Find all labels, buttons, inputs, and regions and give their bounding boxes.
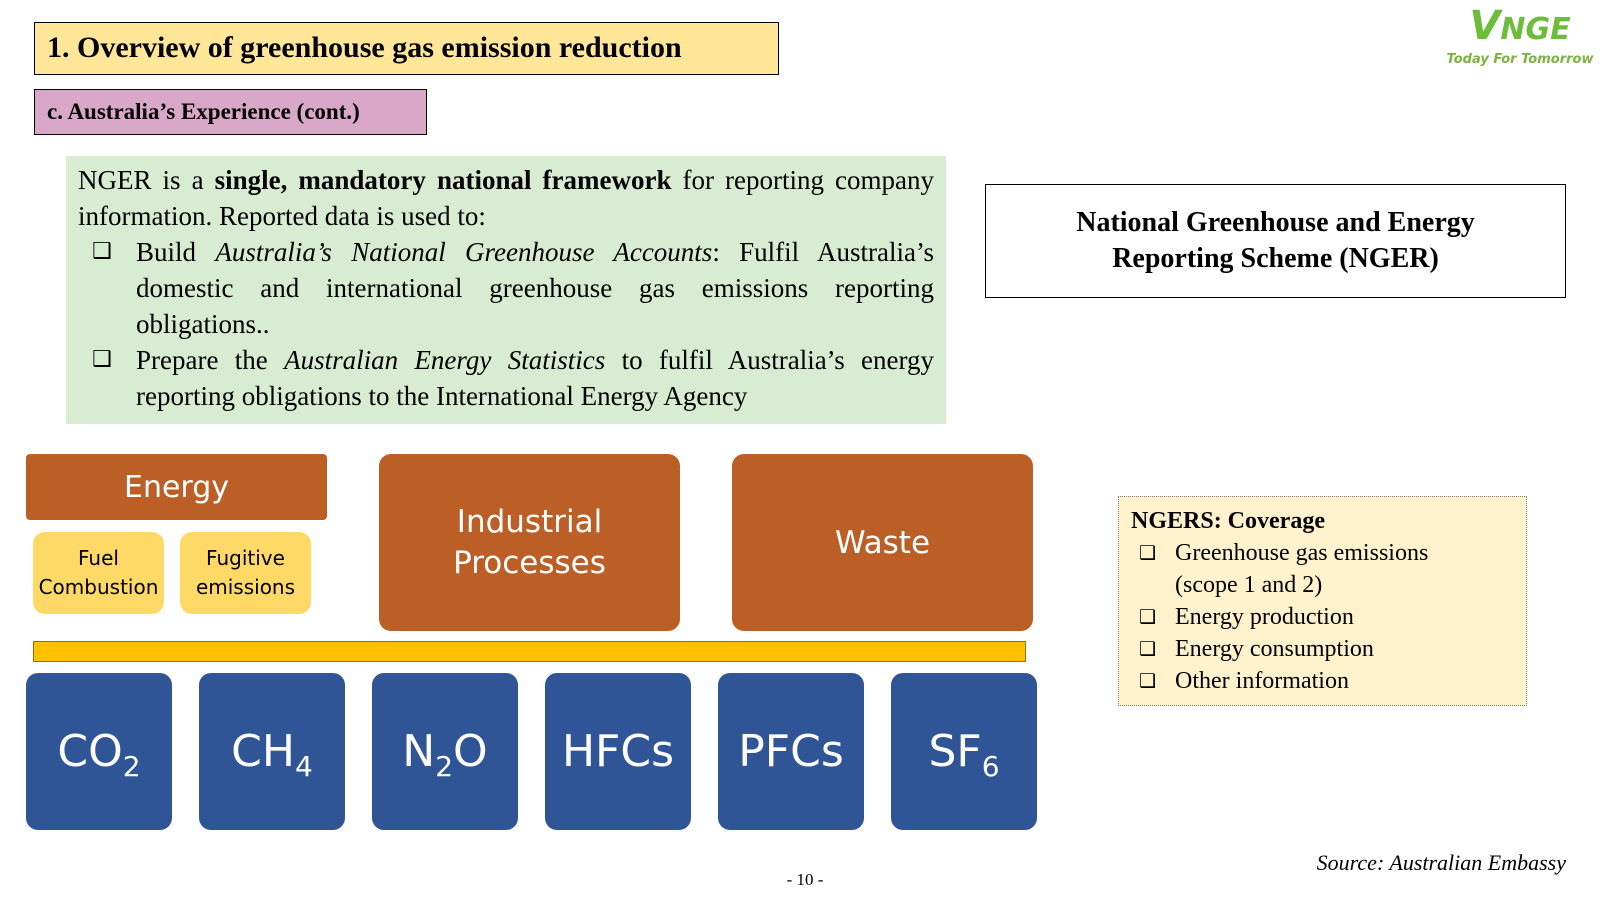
checkbox-icon: ❑ bbox=[1139, 670, 1157, 692]
waste-sector-box: Waste bbox=[732, 454, 1033, 631]
list-item: ❑Greenhouse gas emissions bbox=[1131, 537, 1526, 569]
checkbox-icon: ❑ bbox=[92, 347, 112, 372]
coverage-title: NGERS: Coverage bbox=[1131, 508, 1325, 534]
logo-tagline: Today For Tomorrow bbox=[1446, 52, 1594, 67]
gas-box-n2o: N2O bbox=[372, 673, 518, 830]
scheme-line-1: National Greenhouse and Energy bbox=[1076, 207, 1475, 238]
scheme-line-2: Reporting Scheme (NGER) bbox=[1112, 243, 1439, 274]
checkbox-icon: ❑ bbox=[1139, 638, 1157, 660]
list-item: ❑ Build Australia’s National Greenhouse … bbox=[78, 234, 934, 342]
section-subtitle: c. Australia’s Experience (cont.) bbox=[34, 89, 427, 135]
page-number: - 10 - bbox=[786, 870, 824, 889]
nger-scheme-box: National Greenhouse and Energy Reporting… bbox=[985, 184, 1566, 298]
nger-description-box: NGER is a single, mandatory national fra… bbox=[66, 156, 946, 424]
list-item: (scope 1 and 2) bbox=[1175, 572, 1323, 598]
list-item: ❑Other information bbox=[1131, 665, 1526, 697]
checkbox-icon: ❑ bbox=[1139, 606, 1157, 628]
list-item: ❑ Prepare the Australian Energy Statisti… bbox=[78, 342, 934, 414]
checkbox-icon: ❑ bbox=[92, 239, 112, 264]
energy-sector-box: Energy bbox=[26, 454, 327, 520]
gas-box-co2: CO2 bbox=[26, 673, 172, 830]
connector-bar bbox=[33, 641, 1026, 662]
checkbox-icon: ❑ bbox=[1139, 542, 1157, 564]
gas-box-ch4: CH4 bbox=[199, 673, 345, 830]
gas-box-hfcs: HFCs bbox=[545, 673, 691, 830]
intro-paragraph: NGER is a single, mandatory national fra… bbox=[78, 165, 935, 231]
vnge-logo: VNGE Today For Tomorrow bbox=[1440, 4, 1600, 76]
logo-mark: VNGE bbox=[1469, 3, 1571, 49]
coverage-box: NGERS: Coverage ❑Greenhouse gas emission… bbox=[1118, 496, 1527, 706]
list-item: ❑Energy consumption bbox=[1131, 633, 1526, 665]
gas-box-sf6: SF6 bbox=[891, 673, 1037, 830]
page-title: 1. Overview of greenhouse gas emission r… bbox=[34, 22, 779, 75]
source-note: Source: Australian Embassy bbox=[1316, 850, 1566, 875]
list-item: ❑Energy production bbox=[1131, 601, 1526, 633]
gas-box-pfcs: PFCs bbox=[718, 673, 864, 830]
